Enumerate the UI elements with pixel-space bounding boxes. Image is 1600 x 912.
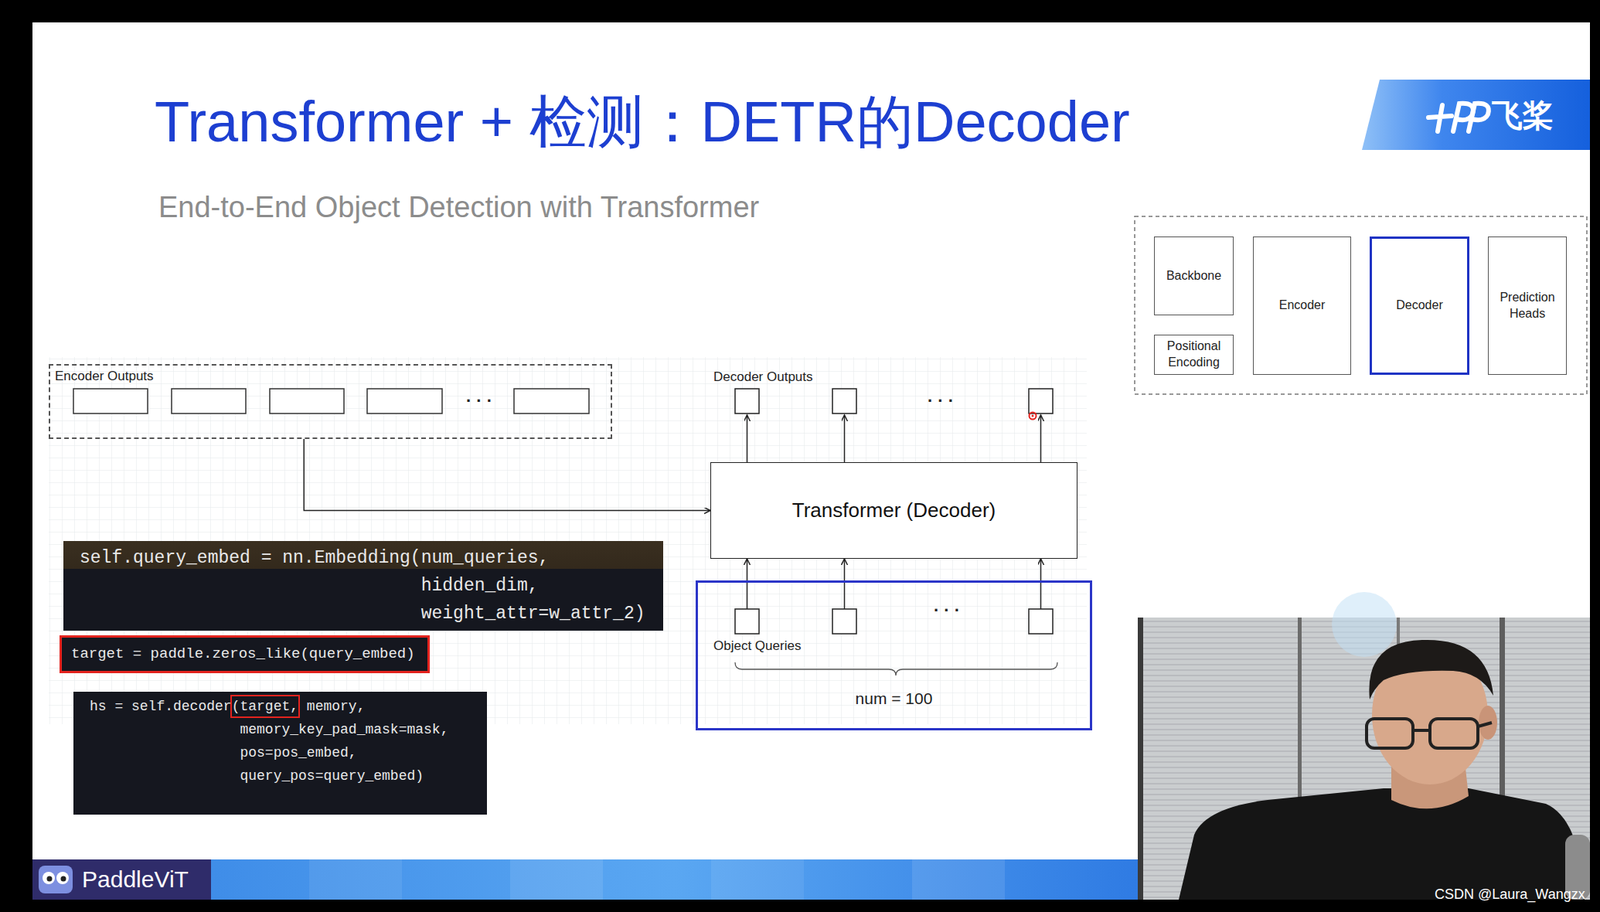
box-label: num = 100 xyxy=(697,688,1090,709)
grid-paper xyxy=(48,357,1087,725)
footer-bar xyxy=(32,859,1138,900)
query-stub xyxy=(844,580,846,610)
footer-bar xyxy=(912,859,1005,900)
output-arrow xyxy=(747,415,1042,463)
box-label: Object Queries xyxy=(713,637,1090,655)
footer-bar xyxy=(309,859,402,900)
code-block: target = paddle.zeros_like(query_embed) xyxy=(59,635,430,674)
webcam-photo xyxy=(1331,592,1397,658)
webcam-photo xyxy=(1368,640,1494,700)
output-arrow xyxy=(746,415,749,463)
pipeline-frame xyxy=(1134,216,1587,395)
group-heading: Encoder Outputs xyxy=(54,367,606,385)
query-box: Object Queries num = 100 xyxy=(695,580,1093,731)
encoder-token xyxy=(73,388,148,414)
subtitle: End-to-End Object Detection with Transfo… xyxy=(158,190,760,226)
pipeline-box: Positional Encoding xyxy=(1154,334,1234,375)
logo-text: 飞桨 xyxy=(1491,96,1554,134)
count-bracket xyxy=(735,662,1058,676)
output-token xyxy=(832,388,857,414)
footer-bar xyxy=(56,871,69,885)
output-token xyxy=(735,388,1053,414)
group-box: Encoder Outputs xyxy=(48,364,613,440)
code-block: self.query_embed = nn.Embedding(num_quer… xyxy=(63,541,664,631)
output-token xyxy=(1028,388,1053,414)
query-token xyxy=(832,609,857,634)
footer-bar xyxy=(38,865,73,894)
encoder-token xyxy=(514,388,589,414)
footer-bar xyxy=(42,871,55,885)
arrow-connector xyxy=(844,558,846,581)
code-text: self.query_embed = nn.Embedding(num_quer… xyxy=(79,544,651,628)
footer-bar xyxy=(32,859,212,900)
pipeline-box: Encoder xyxy=(1252,236,1352,375)
logo-banner xyxy=(1361,79,1590,150)
ellipsis: · · · xyxy=(927,391,954,412)
box-label: Decoder xyxy=(1395,297,1443,314)
query-token xyxy=(735,609,1053,634)
box-label: Prediction Heads xyxy=(1491,289,1563,323)
encoder-token xyxy=(73,388,589,414)
webcam-photo xyxy=(1137,592,1590,900)
process-box: Transformer (Decoder) xyxy=(710,462,1078,559)
pipeline-box: Prediction Heads xyxy=(1487,236,1567,375)
query-stub xyxy=(1040,580,1042,610)
footer-bar xyxy=(61,876,67,882)
logo-banner xyxy=(1428,105,1452,132)
webcam-photo xyxy=(1429,718,1478,749)
webcam-photo xyxy=(1366,718,1413,749)
encoder-token xyxy=(269,388,344,414)
query-stub xyxy=(746,580,749,610)
arrow-connector xyxy=(303,439,711,511)
laser-pointer xyxy=(1029,412,1037,420)
box-label: Encoder xyxy=(1279,297,1326,314)
logo-banner xyxy=(1468,103,1489,132)
webcam-photo xyxy=(1137,617,1144,900)
webcam-photo xyxy=(1137,617,1590,900)
webcam-photo xyxy=(1137,617,1590,900)
box-label: Transformer (Decoder) xyxy=(792,498,996,523)
footer-bar xyxy=(711,859,804,900)
encoder-token xyxy=(171,388,246,414)
pipeline-box: Backbone xyxy=(1154,236,1234,316)
slide-title: Transformer + 检测：DETR的Decoder xyxy=(154,88,1131,157)
webcam-photo xyxy=(1412,722,1492,731)
code-text: target = paddle.zeros_like(query_embed) xyxy=(71,637,428,671)
logo-banner xyxy=(1361,79,1590,150)
query-token xyxy=(1028,609,1053,634)
footer-bar xyxy=(211,859,1138,900)
arrow-connector xyxy=(746,558,749,581)
output-token xyxy=(735,388,760,414)
webcam-photo xyxy=(1178,788,1585,900)
output-arrow xyxy=(1040,415,1042,463)
box-label: Positional Encoding xyxy=(1157,338,1230,372)
group-heading: Decoder Outputs xyxy=(713,369,814,385)
box-label: Backbone xyxy=(1166,268,1222,285)
encoder-token xyxy=(367,388,443,414)
code-block: hs = self.decoder(target, memory, memory… xyxy=(73,691,487,815)
footer-bar xyxy=(510,859,603,900)
footer-bar xyxy=(47,876,53,882)
laser-pointer xyxy=(1029,412,1037,420)
ellipsis: · · · xyxy=(466,391,493,412)
output-arrow xyxy=(844,415,846,463)
wrap-spacer xyxy=(360,787,453,811)
brand-name: PaddleViT xyxy=(81,865,189,894)
ellipsis: · · · xyxy=(933,600,960,621)
code-text: hs = self.decoder(target, memory, memory… xyxy=(89,694,453,788)
query-token xyxy=(735,609,760,634)
query-stub xyxy=(747,580,1042,610)
arrow-connector xyxy=(1040,558,1042,581)
watermark: CSDN @Laura_Wangzx xyxy=(1434,886,1586,904)
laser-pointer xyxy=(1031,415,1035,418)
pipeline-box-active: Decoder xyxy=(1369,236,1470,375)
